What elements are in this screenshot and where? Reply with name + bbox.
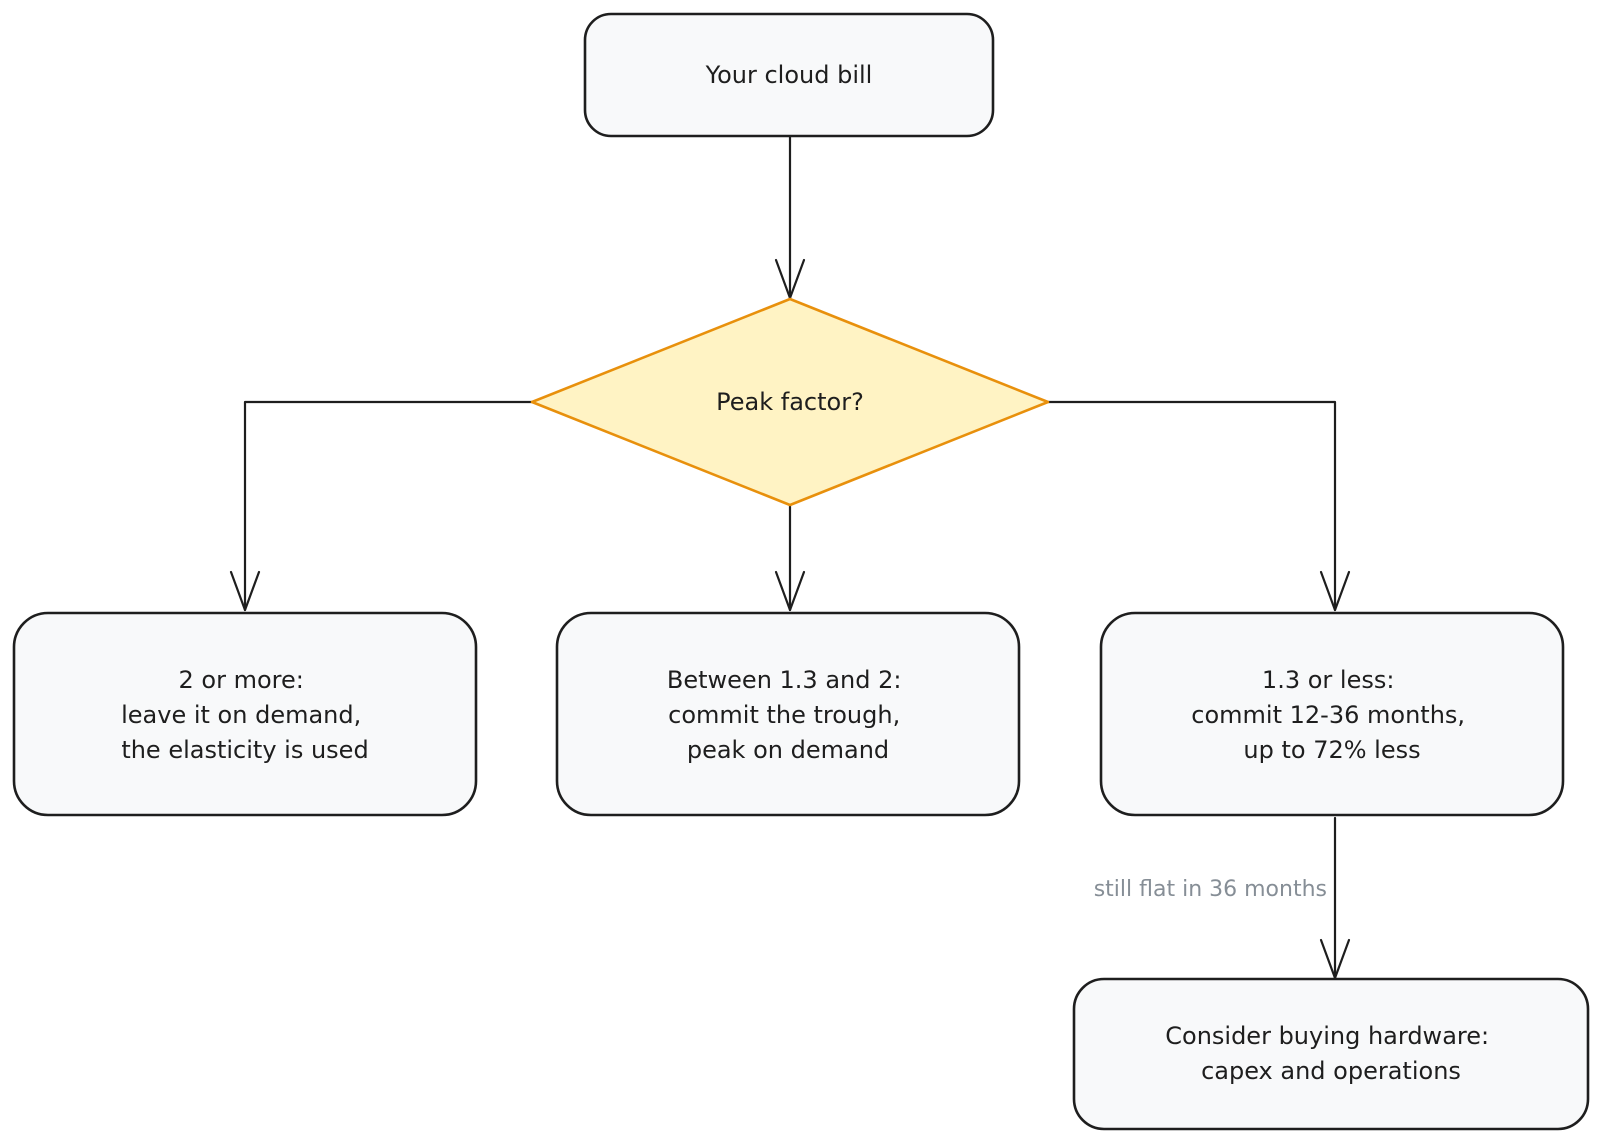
node-left-text: 2 or more: leave it on demand, the elast… bbox=[121, 666, 369, 764]
node-bottom-shape bbox=[1072, 977, 1590, 1131]
node-middle-line-2: commit the trough, bbox=[668, 701, 900, 729]
node-left-line-3: the elasticity is used bbox=[121, 736, 368, 764]
node-right-line-1: 1.3 or less: bbox=[1262, 666, 1395, 694]
edge-decision-to-right bbox=[1046, 400, 1337, 612]
node-bottom-line-2: capex and operations bbox=[1201, 1057, 1461, 1085]
node-bottom-line-1: Consider buying hardware: bbox=[1165, 1022, 1489, 1050]
node-right-line-2: commit 12-36 months, bbox=[1191, 701, 1465, 729]
node-left-line-2: leave it on demand, bbox=[121, 701, 361, 729]
node-right-text: 1.3 or less: commit 12-36 months, up to … bbox=[1191, 666, 1472, 764]
node-start-text: Your cloud bill bbox=[705, 61, 873, 89]
node-bottom[interactable]: Consider buying hardware: capex and oper… bbox=[1072, 977, 1590, 1131]
node-start-line-1: Your cloud bill bbox=[705, 61, 873, 89]
node-decision-text: Peak factor? bbox=[716, 388, 864, 416]
node-left-shape bbox=[12, 611, 478, 817]
edge-decision-to-left bbox=[243, 400, 534, 612]
node-start[interactable]: Your cloud bill bbox=[583, 12, 995, 138]
node-decision-shape bbox=[530, 297, 1050, 507]
node-left-line-1: 2 or more: bbox=[179, 666, 304, 694]
nodes: Your cloud bill Peak factor? 2 or more: … bbox=[12, 12, 1590, 1131]
node-middle-text: Between 1.3 and 2: commit the trough, pe… bbox=[667, 666, 909, 764]
node-decision-line-1: Peak factor? bbox=[716, 388, 864, 416]
arrowhead-left bbox=[229, 570, 261, 612]
node-middle-shape bbox=[555, 611, 1021, 817]
node-right[interactable]: 1.3 or less: commit 12-36 months, up to … bbox=[1099, 611, 1565, 817]
node-right-line-3: up to 72% less bbox=[1243, 736, 1420, 764]
edge-label-still-flat: still flat in 36 months bbox=[1094, 877, 1327, 902]
arrowhead-right bbox=[1319, 570, 1351, 612]
node-middle[interactable]: Between 1.3 and 2: commit the trough, pe… bbox=[555, 611, 1021, 817]
node-decision[interactable]: Peak factor? bbox=[530, 297, 1050, 507]
arrowhead-middle bbox=[774, 570, 806, 612]
edges: still flat in 36 months bbox=[229, 134, 1351, 980]
node-right-shape bbox=[1099, 611, 1565, 817]
node-start-shape bbox=[583, 12, 995, 138]
node-middle-line-1: Between 1.3 and 2: bbox=[667, 666, 902, 694]
node-bottom-text: Consider buying hardware: capex and oper… bbox=[1165, 1022, 1496, 1085]
node-middle-line-3: peak on demand bbox=[687, 736, 889, 764]
node-left[interactable]: 2 or more: leave it on demand, the elast… bbox=[12, 611, 478, 817]
